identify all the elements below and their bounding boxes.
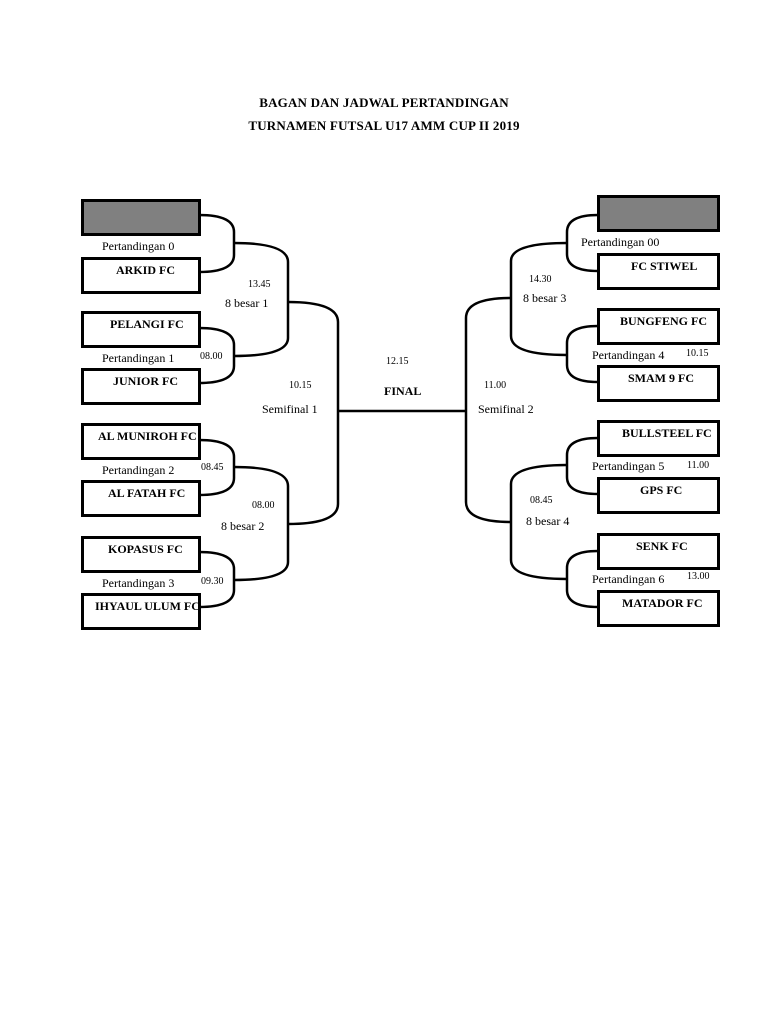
team-box-fc-stiwel: FC STIWEL: [597, 253, 720, 290]
team-box-pelangi: PELANGI FC: [81, 311, 201, 348]
team-box-bullsteel: BULLSTEEL FC: [597, 420, 720, 457]
match-time: 08.00: [200, 351, 223, 362]
semifinal-time: 10.15: [289, 380, 312, 391]
semifinal-label: Semifinal 2: [478, 402, 534, 416]
team-box-junior: JUNIOR FC: [81, 368, 201, 405]
quarter-label: 8 besar 3: [523, 291, 567, 305]
final-time: 12.15: [386, 356, 409, 367]
final-label: FINAL: [384, 384, 422, 398]
match-label: Pertandingan 2: [102, 463, 175, 477]
quarter-time: 08.00: [252, 500, 275, 511]
quarter-label: 8 besar 2: [221, 519, 265, 533]
team-box-smam-9: SMAM 9 FC: [597, 365, 720, 402]
team-box-bungfeng: BUNGFENG FC: [597, 308, 720, 345]
quarter-time: 08.45: [530, 495, 553, 506]
team-box-senk: SENK FC: [597, 533, 720, 570]
quarter-label: 8 besar 4: [526, 514, 570, 528]
match-label: Pertandingan 0: [102, 239, 175, 253]
team-box-al-fatah: AL FATAH FC: [81, 480, 201, 517]
bracket-title: BAGAN DAN JADWAL PERTANDINGAN: [259, 95, 509, 110]
match-label: Pertandingan 4: [592, 348, 665, 362]
match-time: 11.00: [687, 460, 710, 471]
team-box-al-muniroh: AL MUNIROH FC: [81, 423, 201, 460]
match-time: 09.30: [201, 576, 224, 587]
match-time: 10.15: [686, 348, 709, 359]
match-label: Pertandingan 00: [581, 235, 660, 249]
team-box-matador: MATADOR FC: [597, 590, 720, 627]
tournament-title: TURNAMEN FUTSAL U17 AMM CUP II 2019: [248, 118, 520, 133]
match-label: Pertandingan 6: [592, 572, 665, 586]
match-time: 13.00: [687, 571, 710, 582]
team-box-right-empty: [597, 195, 720, 232]
quarter-time: 14.30: [529, 274, 552, 285]
match-time: 08.45: [201, 462, 224, 473]
team-box-gps: GPS FC: [597, 477, 720, 514]
semifinal-time: 11.00: [484, 380, 507, 391]
match-label: Pertandingan 5: [592, 459, 665, 473]
quarter-label: 8 besar 1: [225, 296, 269, 310]
match-label: Pertandingan 1: [102, 351, 175, 365]
team-box-arkid: ARKID FC: [81, 257, 201, 294]
team-box-kopasus: KOPASUS FC: [81, 536, 201, 573]
quarter-time: 13.45: [248, 279, 271, 290]
team-box-left-empty: [81, 199, 201, 236]
team-box-ihyaul-ulum: IHYAUL ULUM FC: [81, 593, 201, 630]
semifinal-label: Semifinal 1: [262, 402, 318, 416]
match-label: Pertandingan 3: [102, 576, 175, 590]
